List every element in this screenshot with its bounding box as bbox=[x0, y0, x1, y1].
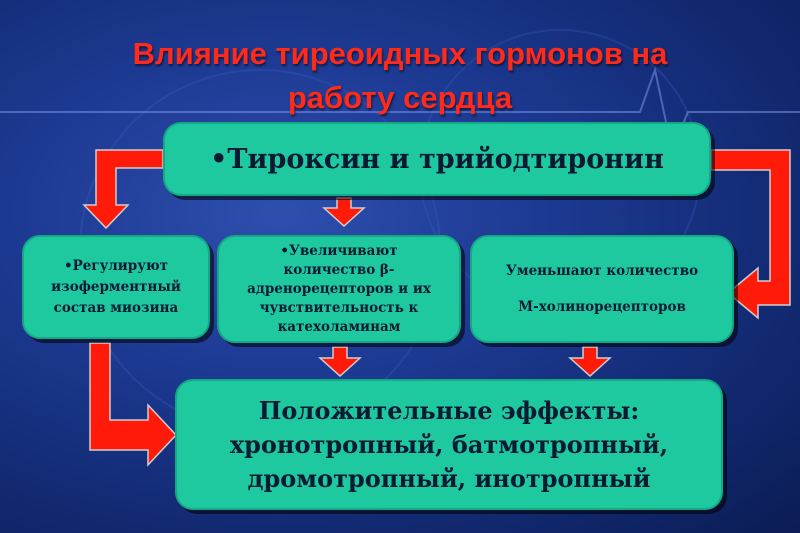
beta-line-4: чувствительность к bbox=[259, 299, 419, 316]
effects-line-2: хронотропный, батмотропный, bbox=[229, 429, 669, 459]
arrow-top-to-middle bbox=[322, 197, 366, 228]
hormones-box: •Тироксин и трийодтиронин bbox=[163, 122, 711, 196]
myosin-line-3: состав миозина bbox=[53, 299, 179, 316]
arrow-top-to-right bbox=[710, 149, 791, 320]
m-cholinoreceptor-box: Уменьшают количество М-холинорецепторов bbox=[470, 235, 734, 343]
arrow-right-to-bottom bbox=[568, 346, 612, 378]
m-line-2: М-холинорецепторов bbox=[518, 299, 686, 315]
beta-line-2: количество β- bbox=[283, 261, 395, 278]
effects-line-3: дромотропный, инотропный bbox=[247, 463, 651, 493]
ecg-line bbox=[0, 66, 800, 154]
myosin-effect-box: •Регулируют изоферментный состав миозина bbox=[22, 235, 210, 339]
positive-effects-box: Положительные эффекты: хронотропный, бат… bbox=[175, 379, 723, 510]
arrow-top-to-left bbox=[82, 149, 164, 230]
beta-line-1: •Увеличивают bbox=[280, 242, 398, 259]
arrow-left-to-bottom bbox=[89, 342, 178, 467]
beta-line-3: адренорецепторов и их bbox=[247, 280, 431, 297]
page-title: Влияние тиреоидных гормонов на работу се… bbox=[60, 32, 740, 120]
beta-receptor-box: •Увеличивают количество β- адренорецепто… bbox=[217, 235, 461, 343]
effects-line-1: Положительные эффекты: bbox=[258, 395, 640, 425]
myosin-line-1: •Регулируют bbox=[63, 257, 169, 274]
beta-line-5: катехоламинам bbox=[277, 318, 401, 335]
myosin-line-2: изоферментный bbox=[51, 278, 181, 295]
arrow-middle-to-bottom bbox=[318, 346, 362, 378]
hormones-label: •Тироксин и трийодтиронин bbox=[210, 143, 664, 175]
title-line-1: Влияние тиреоидных гормонов на bbox=[132, 36, 668, 71]
m-line-1: Уменьшают количество bbox=[505, 263, 699, 279]
title-line-2: работу сердца bbox=[287, 80, 513, 115]
